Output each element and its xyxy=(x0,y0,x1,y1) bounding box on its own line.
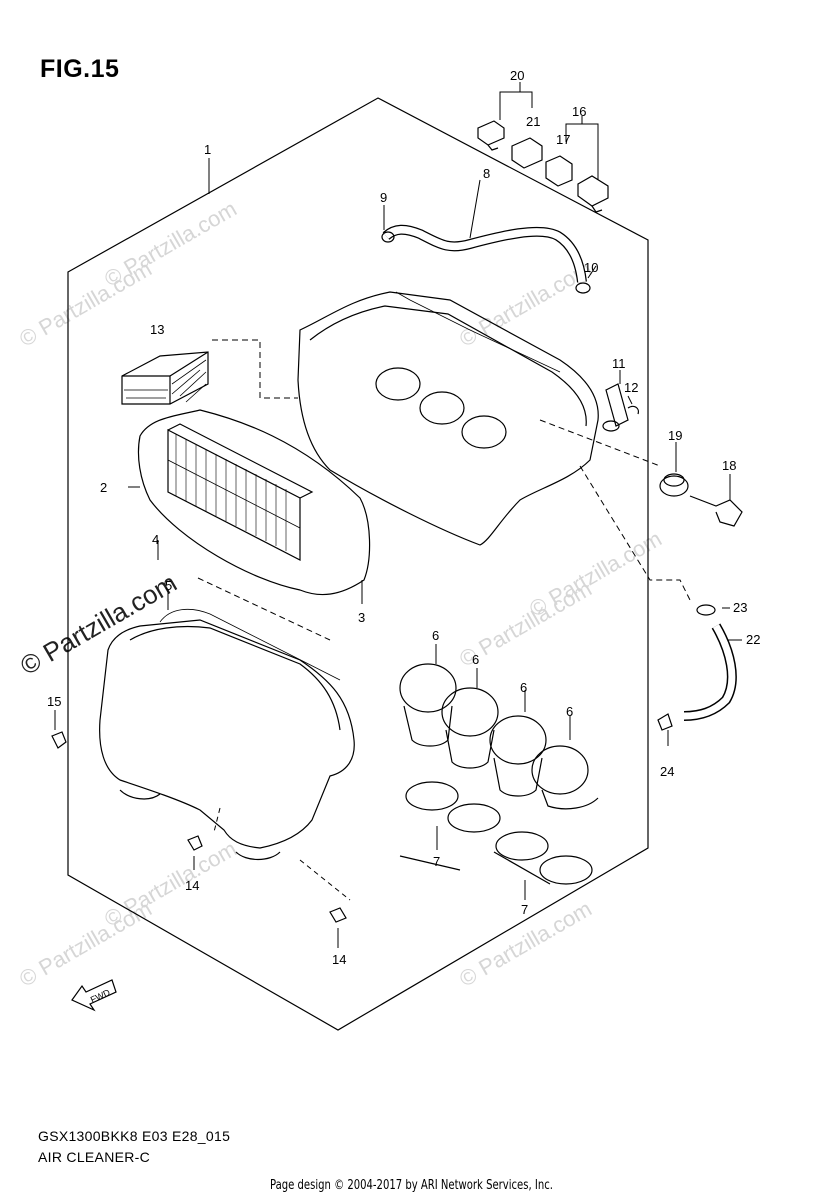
filter-element-part xyxy=(137,409,371,596)
callout-24: 24 xyxy=(660,764,674,779)
page-credit: Page design © 2004-2017 by ARI Network S… xyxy=(270,1178,553,1193)
callout-21: 21 xyxy=(526,114,540,129)
callout-19: 19 xyxy=(668,428,682,443)
callout-11: 11 xyxy=(612,356,626,371)
callout-16: 16 xyxy=(572,104,586,119)
screw-parts xyxy=(51,731,347,923)
callout-17: 17 xyxy=(556,132,570,147)
callout-18: 18 xyxy=(722,458,736,473)
callout-14b: 14 xyxy=(332,952,346,967)
drain-plug-part xyxy=(602,383,639,432)
figure-title: FIG.15 xyxy=(40,55,120,83)
callout-13: 13 xyxy=(150,322,164,337)
funnel-parts xyxy=(399,663,599,810)
drain-hose-part xyxy=(657,604,737,731)
assembly-boundary xyxy=(67,97,649,1031)
callout-22: 22 xyxy=(746,632,760,647)
section-name: AIR CLEANER-C xyxy=(38,1149,151,1165)
breather-hose-part xyxy=(381,224,591,294)
callout-7b: 7 xyxy=(521,902,528,917)
forward-arrow-icon xyxy=(71,979,117,1012)
air-cleaner-case-part xyxy=(99,608,355,861)
callout-20: 20 xyxy=(510,68,524,83)
sponge-part xyxy=(121,351,209,405)
sensor-cap-part xyxy=(659,473,743,527)
callout-1: 1 xyxy=(204,142,211,157)
callout-10: 10 xyxy=(584,260,598,275)
leader-lines xyxy=(54,82,742,948)
model-code: GSX1300BKK8 E03 E28_015 xyxy=(38,1128,231,1144)
clamp-parts xyxy=(399,781,593,885)
callout-4: 4 xyxy=(152,532,159,547)
callout-5: 5 xyxy=(165,578,172,593)
callout-2: 2 xyxy=(100,480,107,495)
callout-6a: 6 xyxy=(432,628,439,643)
callout-15: 15 xyxy=(47,694,61,709)
callout-6c: 6 xyxy=(520,680,527,695)
callout-labels: 1 2 3 14 4 5 6 6 6 6 7 7 8 9 10 11 12 13… xyxy=(47,68,760,967)
callout-6d: 6 xyxy=(566,704,573,719)
callout-12: 12 xyxy=(624,380,638,395)
callout-14a: 14 xyxy=(185,878,199,893)
callout-7a: 7 xyxy=(433,854,440,869)
air-cleaner-cap-part xyxy=(297,291,599,546)
sensor-group xyxy=(477,120,609,213)
callout-8: 8 xyxy=(483,166,490,181)
callout-6b: 6 xyxy=(472,652,479,667)
callout-23: 23 xyxy=(733,600,747,615)
callout-3: 3 xyxy=(358,610,365,625)
callout-9: 9 xyxy=(380,190,387,205)
